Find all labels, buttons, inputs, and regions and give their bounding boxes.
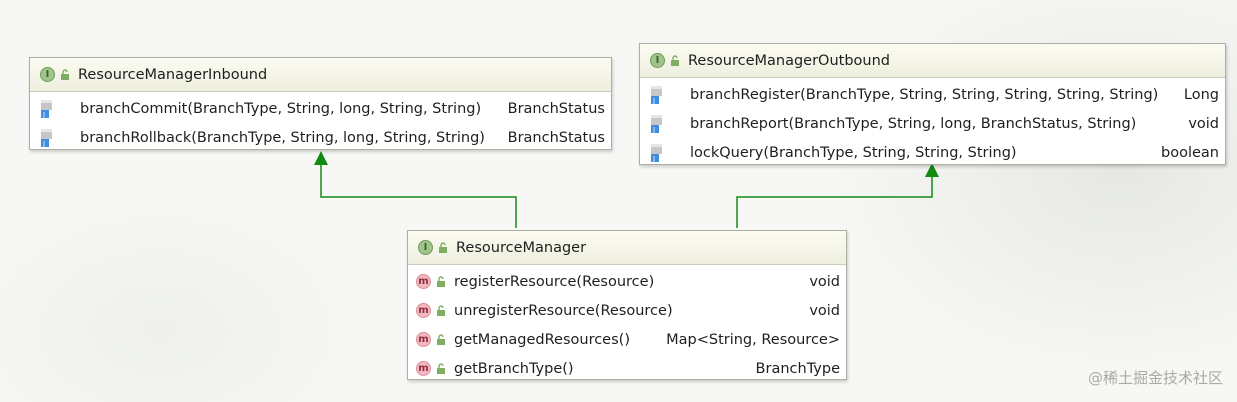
public-lock-icon bbox=[61, 68, 69, 80]
svg-text:J: J bbox=[652, 97, 655, 105]
public-lock-icon bbox=[437, 362, 445, 374]
method-row[interactable]: m getManagedResources() Map<String, Reso… bbox=[408, 325, 846, 354]
return-type: void bbox=[809, 302, 840, 319]
method-row[interactable]: J branchRollback(BranchType, String, lon… bbox=[30, 123, 611, 152]
public-lock-icon bbox=[671, 54, 679, 66]
abstract-method-icon: J bbox=[41, 99, 52, 119]
method-row[interactable]: m getBranchType() BranchType bbox=[408, 354, 846, 383]
method-signature: registerResource(Resource) bbox=[454, 273, 655, 290]
method-row[interactable]: m unregisterResource(Resource) void bbox=[408, 296, 846, 325]
abstract-method-icon: J bbox=[651, 143, 662, 163]
method-signature: getManagedResources() bbox=[454, 331, 630, 348]
return-type: void bbox=[1188, 115, 1219, 132]
return-type: BranchStatus bbox=[507, 100, 605, 117]
box-title: ResourceManagerInbound bbox=[78, 66, 268, 83]
arrowhead-inbound bbox=[314, 151, 328, 165]
svg-text:J: J bbox=[652, 155, 655, 163]
method-signature: branchCommit(BranchType, String, long, S… bbox=[80, 100, 482, 117]
abstract-method-icon: J bbox=[651, 114, 662, 134]
svg-text:J: J bbox=[652, 126, 655, 134]
abstract-method-icon: J bbox=[41, 128, 52, 148]
arrow-to-outbound bbox=[736, 174, 933, 228]
method-row[interactable]: J lockQuery(BranchType, String, String, … bbox=[640, 138, 1225, 167]
method-signature: branchReport(BranchType, String, long, B… bbox=[690, 115, 1137, 132]
method-signature: branchRollback(BranchType, String, long,… bbox=[80, 129, 485, 146]
svg-text:J: J bbox=[42, 140, 45, 148]
svg-text:J: J bbox=[42, 111, 45, 119]
box-header: I ResourceManagerOutbound bbox=[640, 44, 1225, 78]
interface-i-icon: I bbox=[40, 67, 55, 82]
box-title: ResourceManager bbox=[456, 239, 587, 256]
public-lock-icon bbox=[437, 333, 445, 345]
public-lock-icon bbox=[437, 275, 445, 287]
return-type: boolean bbox=[1161, 144, 1219, 161]
interface-box-resource-manager-inbound[interactable]: I ResourceManagerInbound J branchCommit(… bbox=[29, 57, 612, 150]
method-row[interactable]: J branchRegister(BranchType, String, Str… bbox=[640, 80, 1225, 109]
interface-box-resource-manager[interactable]: I ResourceManager m registerResource(Res… bbox=[407, 230, 847, 380]
return-type: void bbox=[809, 273, 840, 290]
method-m-icon: m bbox=[416, 274, 431, 289]
public-lock-icon bbox=[439, 241, 447, 253]
method-row[interactable]: m registerResource(Resource) void bbox=[408, 267, 846, 296]
return-type: Long bbox=[1183, 86, 1219, 103]
return-type: BranchType bbox=[755, 360, 840, 377]
method-signature: getBranchType() bbox=[454, 360, 574, 377]
abstract-method-icon: J bbox=[651, 85, 662, 105]
box-header: I ResourceManager bbox=[408, 231, 846, 265]
box-title: ResourceManagerOutbound bbox=[688, 52, 891, 69]
method-m-icon: m bbox=[416, 303, 431, 318]
box-header: I ResourceManagerInbound bbox=[30, 58, 611, 92]
return-type: Map<String, Resource> bbox=[666, 331, 840, 348]
method-m-icon: m bbox=[416, 332, 431, 347]
interface-box-resource-manager-outbound[interactable]: I ResourceManagerOutbound J branchRegist… bbox=[639, 43, 1226, 165]
watermark: @稀土掘金技术社区 bbox=[1087, 369, 1223, 387]
interface-i-icon: I bbox=[418, 240, 433, 255]
arrowhead-outbound bbox=[925, 163, 939, 177]
public-lock-icon bbox=[437, 304, 445, 316]
method-signature: lockQuery(BranchType, String, String, St… bbox=[690, 144, 1017, 161]
method-signature: unregisterResource(Resource) bbox=[454, 302, 673, 319]
interface-i-icon: I bbox=[650, 53, 665, 68]
method-m-icon: m bbox=[416, 361, 431, 376]
method-row[interactable]: J branchCommit(BranchType, String, long,… bbox=[30, 94, 611, 123]
method-signature: branchRegister(BranchType, String, Strin… bbox=[690, 86, 1159, 103]
arrow-to-inbound bbox=[320, 162, 517, 228]
return-type: BranchStatus bbox=[507, 129, 605, 146]
method-row[interactable]: J branchReport(BranchType, String, long,… bbox=[640, 109, 1225, 138]
